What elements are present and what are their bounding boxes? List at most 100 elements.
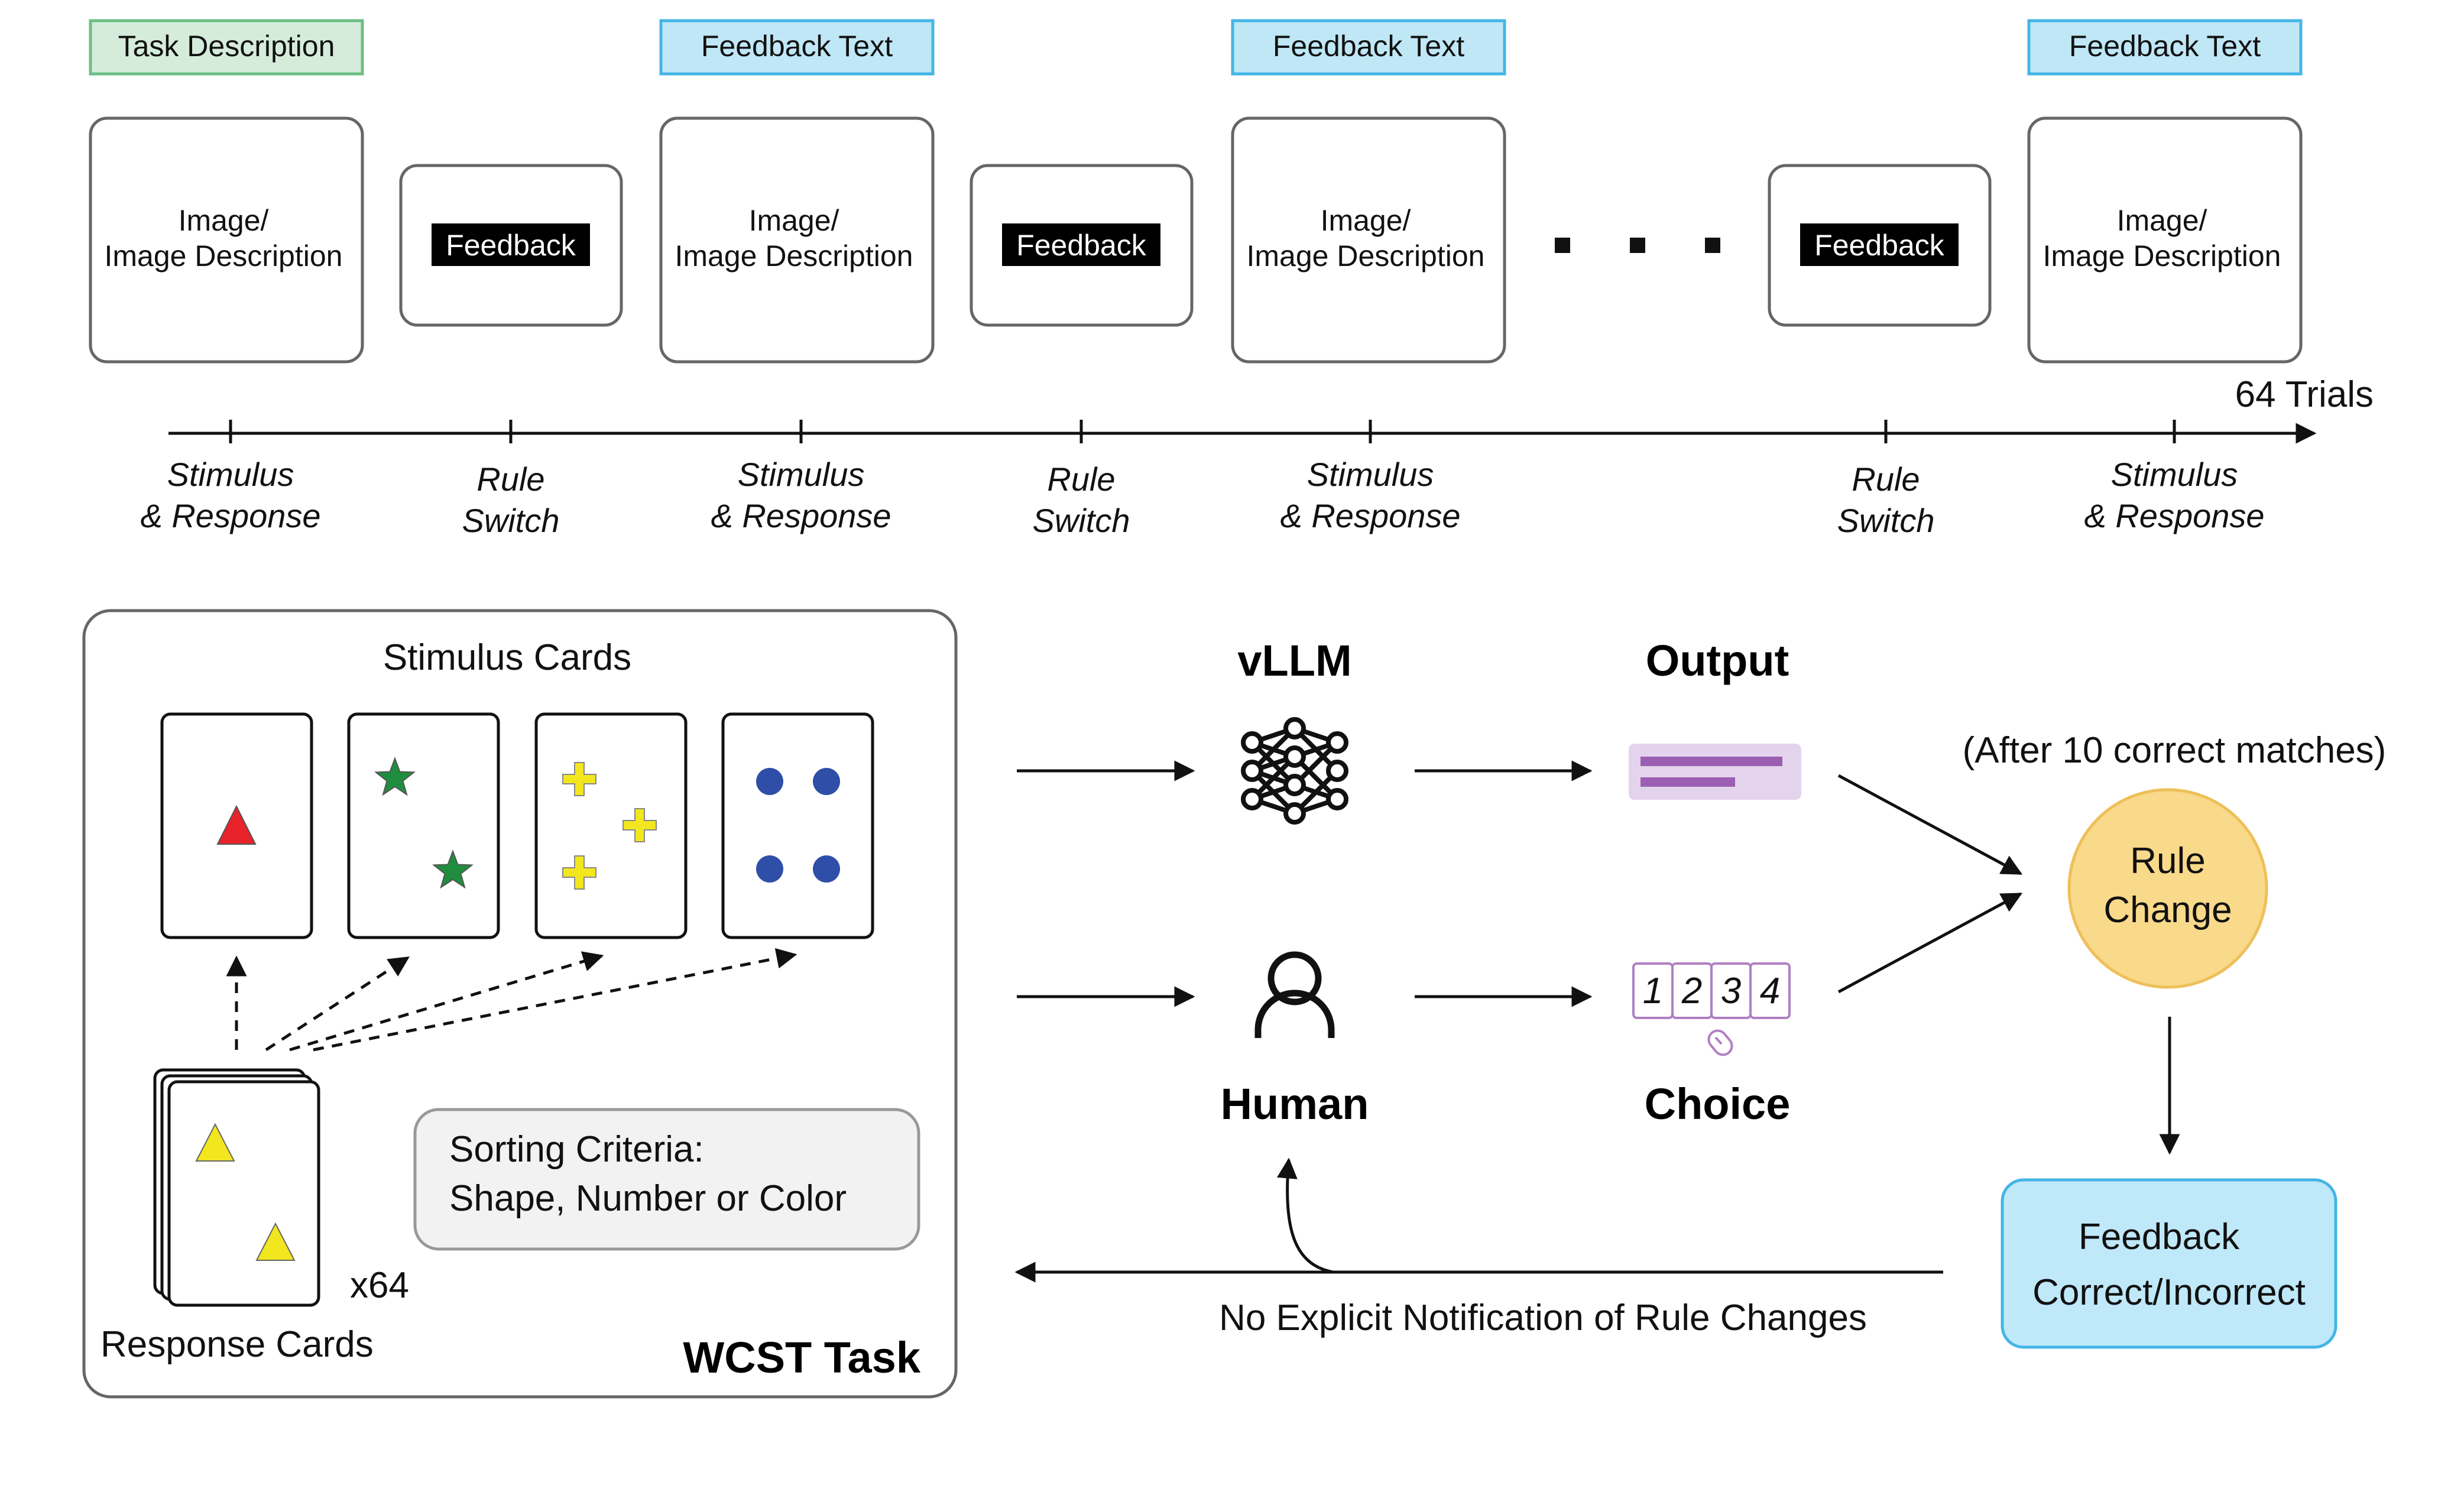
feedback-text-label: Feedback Text (701, 30, 893, 63)
image-card-line2: Image Description (2043, 239, 2281, 273)
axis-label-rule-2: Rule Switch (1033, 460, 1130, 539)
svg-text:Stimulus: Stimulus (2111, 456, 2238, 493)
choice-option-3: 3 (1721, 971, 1741, 1011)
image-card-3: Image/ Image Description (1231, 116, 1506, 364)
feedback-card-3: Feedback (1768, 164, 1992, 327)
feedback-result-line2: Correct/Incorrect (2032, 1272, 2306, 1313)
response-count: x64 (350, 1265, 409, 1306)
vllm-label: vLLM (1237, 636, 1351, 685)
choice-option-4: 4 (1760, 971, 1780, 1011)
choice-label: Choice (1645, 1079, 1791, 1128)
rule-change-node: Rule Change (2067, 788, 2268, 989)
image-card-line2: Image Description (105, 239, 343, 273)
task-description-label: Task Description (118, 30, 335, 63)
svg-text:& Response: & Response (711, 497, 891, 534)
yellow-triangle-icon (255, 1222, 296, 1261)
ellipsis (1555, 238, 1720, 253)
neural-network-icon (1241, 717, 1348, 825)
feedback-result-line1: Feedback (2079, 1217, 2240, 1257)
feedback-card-1: Feedback (399, 164, 623, 327)
green-star-icon (374, 757, 416, 796)
blue-circle-icon (813, 768, 840, 795)
image-card-2: Image/ Image Description (659, 116, 935, 364)
svg-text:Rule: Rule (1852, 460, 1920, 498)
axis-label-rule-3: Rule Switch (1837, 460, 1935, 539)
stimulus-cards-title: Stimulus Cards (383, 637, 631, 678)
image-card-line1: Image/ (179, 204, 269, 237)
feedback-text-tag-1: Feedback Text (659, 19, 935, 76)
blue-circle-icon (756, 768, 783, 795)
yellow-cross-icon (562, 855, 596, 890)
feedback-result-box: Feedback Correct/Incorrect (2001, 1178, 2337, 1349)
human-label: Human (1221, 1079, 1369, 1128)
green-star-icon (432, 849, 474, 889)
rule-change-line2: Change (2103, 890, 2232, 930)
image-card-line1: Image/ (2117, 204, 2207, 237)
response-cards-label: Response Cards (100, 1324, 374, 1365)
feedback-text-tag-2: Feedback Text (1231, 19, 1506, 76)
image-card-4: Image/ Image Description (2027, 116, 2303, 364)
text-output-icon (1629, 744, 1801, 800)
output-label: Output (1646, 636, 1789, 685)
svg-text:Switch: Switch (1033, 502, 1130, 539)
choice-option-1: 1 (1643, 971, 1663, 1011)
yellow-cross-icon (562, 762, 596, 796)
feedback-card-label: Feedback (1814, 229, 1945, 262)
axis-label-stimulus-3: Stimulus & Response (1280, 456, 1460, 534)
response-card-stack (153, 1068, 320, 1307)
feedback-text-label: Feedback Text (1273, 30, 1464, 63)
sorting-criteria-box: Sorting Criteria: Shape, Number or Color (413, 1108, 920, 1251)
arrow-output-to-rule (1837, 774, 2023, 875)
feedback-text-label: Feedback Text (2069, 30, 2261, 63)
choice-option-2: 2 (1681, 971, 1702, 1011)
svg-text:Stimulus: Stimulus (738, 456, 865, 493)
yellow-triangle-icon (195, 1123, 235, 1162)
axis-label-stimulus-1: Stimulus & Response (140, 456, 320, 534)
blue-circle-icon (813, 855, 840, 883)
choice-option-box (1749, 962, 1791, 1019)
person-icon (1254, 951, 1335, 1038)
task-description-tag: Task Description (89, 19, 364, 76)
image-card-line2: Image Description (675, 239, 913, 273)
mouse-icon (1707, 1029, 1733, 1056)
svg-text:Stimulus: Stimulus (167, 456, 294, 493)
svg-text:& Response: & Response (2084, 497, 2264, 534)
stimulus-card-triangle (160, 712, 313, 939)
choice-options: 1 2 3 4 (1632, 962, 1791, 1019)
svg-text:Rule: Rule (476, 460, 544, 498)
wcst-panel: Stimulus Cards (82, 609, 958, 1399)
stimulus-card-crosses (534, 712, 688, 939)
svg-text:Switch: Switch (462, 502, 560, 539)
dashed-arrows (226, 948, 797, 1052)
image-card-line1: Image/ (749, 204, 839, 237)
feedback-card-label: Feedback (446, 229, 576, 262)
notification-label: No Explicit Notification of Rule Changes (1219, 1298, 1867, 1338)
image-card-line2: Image Description (1247, 239, 1485, 273)
axis-label-stimulus-4: Stimulus & Response (2084, 456, 2264, 534)
feedback-card-2: Feedback (970, 164, 1194, 327)
timeline-axis (168, 420, 2317, 444)
feedback-text-tag-3: Feedback Text (2027, 19, 2303, 76)
sorting-criteria-line1: Sorting Criteria: (449, 1129, 704, 1170)
after-correct-label: (After 10 correct matches) (1963, 730, 2387, 771)
rule-change-line1: Rule (2130, 841, 2206, 881)
image-card-1: Image/ Image Description (89, 116, 364, 364)
red-triangle-icon (216, 805, 257, 845)
svg-text:Switch: Switch (1837, 502, 1935, 539)
stimulus-card-circles (721, 712, 874, 939)
arrow-choice-to-rule (1837, 892, 2023, 994)
axis-label-rule-1: Rule Switch (462, 460, 560, 539)
wcst-task-label: WCST Task (683, 1333, 920, 1382)
feedback-card-label: Feedback (1016, 229, 1147, 262)
arrow-feedback-to-human (1276, 1157, 1334, 1274)
svg-text:Rule: Rule (1047, 460, 1115, 498)
yellow-cross-icon (623, 808, 657, 842)
blue-circle-icon (756, 855, 783, 883)
svg-text:Stimulus: Stimulus (1307, 456, 1434, 493)
trials-label: 64 Trials (2235, 374, 2374, 415)
svg-text:& Response: & Response (140, 497, 320, 534)
image-card-line1: Image/ (1321, 204, 1411, 237)
sorting-criteria-line2: Shape, Number or Color (449, 1178, 847, 1219)
svg-text:& Response: & Response (1280, 497, 1460, 534)
